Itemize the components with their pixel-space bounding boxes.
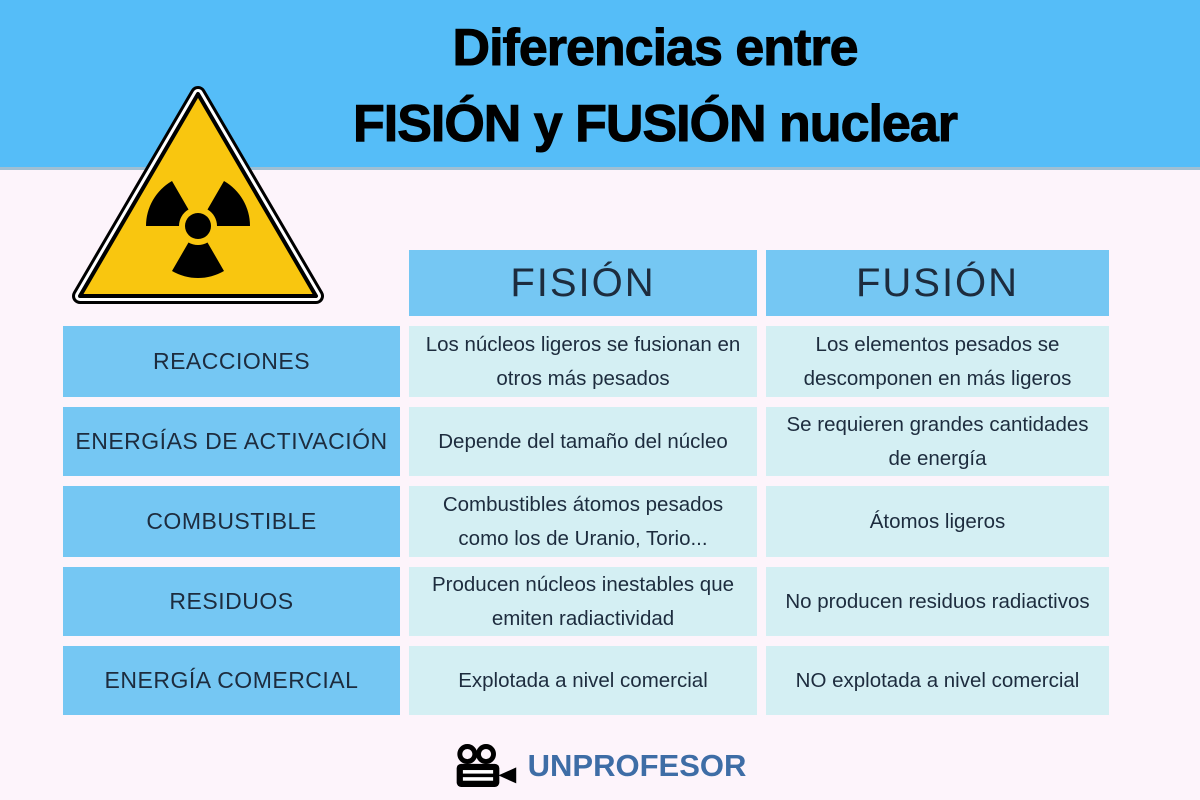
cell-fision-energia-comercial: Explotada a nivel comercial (409, 646, 757, 715)
row-label-energias-activacion: ENERGÍAS DE ACTIVACIÓN (63, 407, 400, 476)
page-title: Diferencias entre FISIÓN y FUSIÓN nuclea… (320, 10, 990, 162)
cell-fision-residuos: Producen núcleos inestables que emiten r… (409, 567, 757, 636)
cell-fusion-reacciones: Los elementos pesados se descomponen en … (766, 326, 1109, 397)
column-header-fision: FISIÓN (409, 250, 757, 316)
column-header-fusion: FUSIÓN (766, 250, 1109, 316)
cell-fision-reacciones: Los núcleos ligeros se fusionan en otros… (409, 326, 757, 397)
video-camera-icon (456, 743, 516, 787)
radiation-warning-sign (68, 80, 328, 310)
row-label-reacciones: REACCIONES (63, 326, 400, 397)
radiation-trefoil-icon (139, 177, 257, 278)
comparison-table: FISIÓN FUSIÓN REACCIONES Los núcleos lig… (63, 250, 1109, 715)
cell-fision-energias-activacion: Depende del tamaño del núcleo (409, 407, 757, 476)
cell-fusion-energias-activacion: Se requieren grandes cantidades de energ… (766, 407, 1109, 476)
cell-fision-combustible: Combustibles átomos pesados como los de … (409, 486, 757, 557)
row-label-energia-comercial: ENERGÍA COMERCIAL (63, 646, 400, 715)
title-line-2: FISIÓN y FUSIÓN nuclear (352, 95, 958, 154)
radiation-warning-icon (72, 86, 324, 304)
footer-logo: UNPROFESOR (0, 738, 1200, 794)
row-label-residuos: RESIDUOS (63, 567, 400, 636)
cell-fusion-energia-comercial: NO explotada a nivel comercial (766, 646, 1109, 715)
table-corner-spacer (63, 250, 400, 316)
title-line-1: Diferencias entre (452, 19, 859, 78)
footer-logo-text: UNPROFESOR (527, 748, 747, 783)
cell-fusion-residuos: No producen residuos radiactivos (766, 567, 1109, 636)
row-label-combustible: COMBUSTIBLE (63, 486, 400, 557)
cell-fusion-combustible: Átomos ligeros (766, 486, 1109, 557)
